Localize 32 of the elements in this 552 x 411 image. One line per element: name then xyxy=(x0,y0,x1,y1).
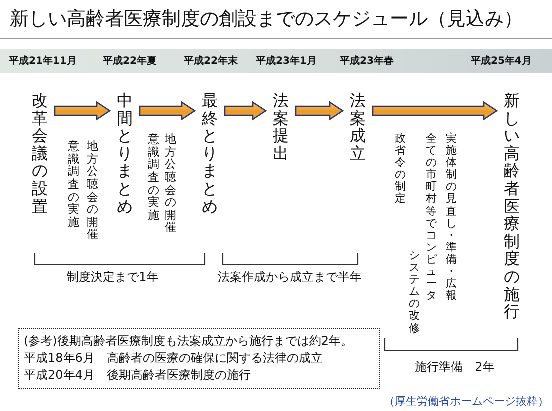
title: 新しい高齢者医療制度の創設までのスケジュール（見込み） xyxy=(10,7,523,31)
date-label: 平成21年11月 xyxy=(9,56,77,68)
milestone-label: 法案提出 xyxy=(273,92,289,162)
milestone-label: 中間とりまとめ xyxy=(117,92,133,216)
note-box xyxy=(18,328,380,389)
date-label: 平成23年1月 xyxy=(256,56,317,68)
source-note: （厚生労働省ホームページ抜粋） xyxy=(384,395,549,409)
date-label: 平成22年夏 xyxy=(103,56,157,68)
block-arrow xyxy=(372,101,498,121)
period-label: 法案作成から成立まで半年 xyxy=(218,270,362,284)
note-text: 平成20年4月 後期高齢者医療制度の施行 xyxy=(24,367,251,384)
milestone-label: 改革会議の設置 xyxy=(32,92,48,216)
period-label: 施行準備 2年 xyxy=(415,360,495,374)
activity-text: 意識調査の実施 xyxy=(68,140,80,228)
milestone-label: 法案成立 xyxy=(350,92,366,162)
period-label: 制度決定まで1年 xyxy=(67,270,159,284)
activity-text: 地方公聴会の開催 xyxy=(165,133,176,234)
date-label: 平成22年末 xyxy=(184,56,238,68)
block-arrow xyxy=(54,101,112,121)
activity-text: 意識調査の実施 xyxy=(148,133,160,222)
activity-text: 実施体制の見直し・準備・広報 xyxy=(446,133,457,302)
block-arrow xyxy=(224,101,268,121)
milestone-label: 新しい高齢者医療制度の施行 xyxy=(504,92,520,321)
note-text: 平成18年6月 高齢者の医療の確保に関する法律の成立 xyxy=(24,350,323,367)
block-arrow xyxy=(295,101,344,121)
milestone-label: 最終とりまとめ xyxy=(202,92,218,216)
activity-text: 地方公聴会の開催 xyxy=(87,140,98,242)
date-label: 平成23年春 xyxy=(340,56,394,68)
date-label: 平成25年4月 xyxy=(471,56,532,68)
note-text: (参考)後期高齢者医療制度も法案成立から施行までは約2年。 xyxy=(24,333,353,350)
activity-text: 政省令の制定 xyxy=(395,133,406,206)
block-arrow xyxy=(139,101,196,121)
